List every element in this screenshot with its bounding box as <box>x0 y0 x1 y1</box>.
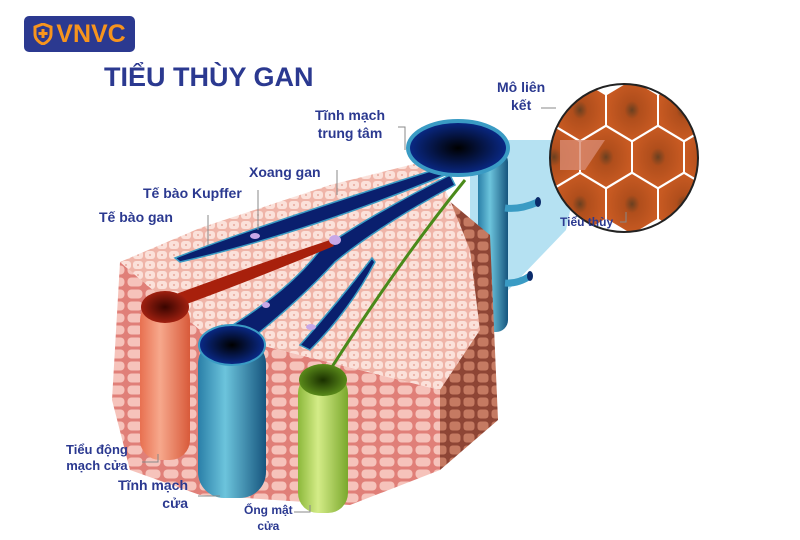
label-hepatocyte: Tế bào gan <box>99 209 173 225</box>
label-sinusoid: Xoang gan <box>249 164 321 180</box>
label-lobule: Tiểu thùy <box>560 215 614 229</box>
label-connective-tissue: Mô liên kết <box>497 79 546 113</box>
brand-name: VNVC <box>56 19 126 48</box>
page-title: TIỂU THÙY GAN <box>104 62 314 92</box>
vnvc-logo: VNVC <box>24 16 135 52</box>
shield-cross-icon <box>33 23 53 45</box>
label-bile-duct: Ống mật cửa <box>244 503 293 533</box>
label-portal-arteriole: Tiểu động mạch cửa <box>66 442 128 473</box>
label-central-vein: Tĩnh mạch trung tâm <box>315 107 386 141</box>
label-portal-vein: Tĩnh mạch cửa <box>118 477 189 511</box>
label-kupffer-cell: Tế bào Kupffer <box>143 185 242 201</box>
